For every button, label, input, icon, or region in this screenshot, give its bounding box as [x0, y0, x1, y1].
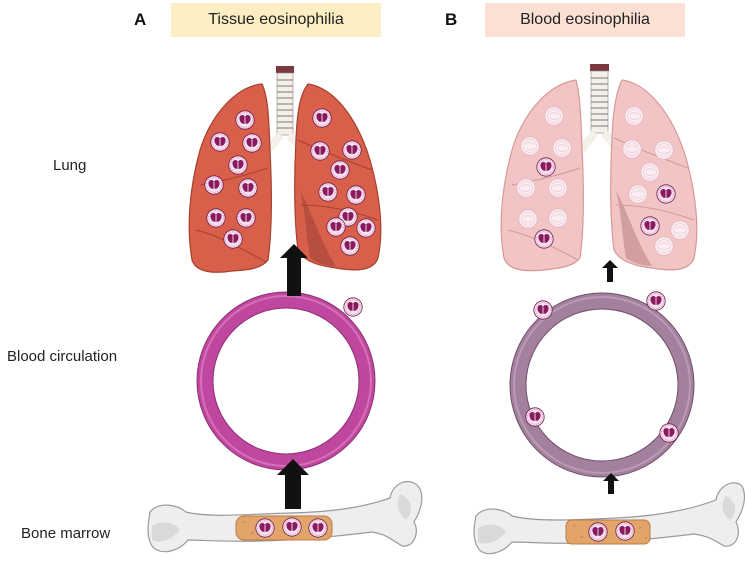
eosinophil-icon — [282, 517, 302, 537]
row-label-blood-circulation: Blood circulation — [7, 348, 118, 365]
row-label-lung: Lung — [53, 157, 87, 174]
panel-a-letter: A — [134, 10, 147, 29]
bone-marrow-cavity — [565, 519, 651, 545]
bone-icon — [147, 481, 423, 553]
eosinophil-icon — [615, 521, 635, 541]
eosinophil-icon — [533, 300, 553, 320]
eosinophil-icon — [525, 407, 545, 427]
panel-b-title: Blood eosinophilia — [485, 3, 685, 37]
eosinophil-icon — [659, 423, 679, 443]
blood-vessel-ring-icon — [510, 293, 694, 477]
blood-vessel-ring-icon — [197, 292, 375, 470]
eosinophil-icon — [308, 518, 328, 538]
eosinophil-icon — [255, 518, 275, 538]
arrow-up-icon — [602, 260, 618, 282]
panel-a — [147, 66, 423, 553]
eosinophil-icon — [343, 297, 363, 317]
panel-b-letter: B — [445, 10, 458, 29]
row-label-bone-marrow: Bone marrow — [21, 525, 111, 542]
bone-icon — [473, 482, 745, 555]
panel-b — [473, 64, 745, 555]
eosinophil-icon — [646, 291, 666, 311]
arrow-up-icon — [603, 473, 619, 494]
eosinophil-icon — [588, 522, 608, 542]
arrow-up-icon — [277, 459, 309, 509]
arrow-up-icon — [280, 244, 308, 296]
panel-a-title: Tissue eosinophilia — [171, 3, 381, 37]
